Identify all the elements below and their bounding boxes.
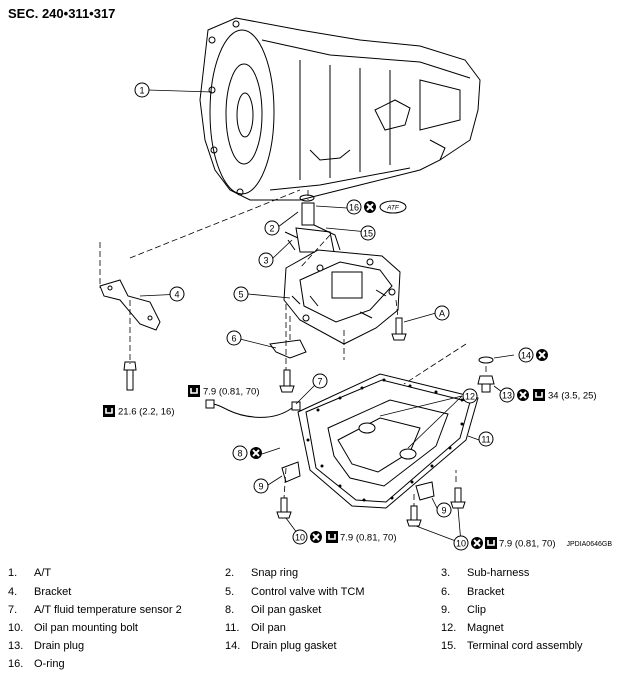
svg-text:14: 14	[521, 351, 531, 361]
torque-pan-bolt-left: 7.9 (0.81, 70)	[340, 533, 397, 544]
pan-bolt-right-1	[406, 505, 422, 527]
torque-wrench-icon	[187, 384, 201, 398]
svg-text:5: 5	[238, 290, 243, 300]
parts-legend: 1.A/T 2.Snap ring 3.Sub-harness 4.Bracke…	[8, 567, 583, 670]
replace-icon	[535, 348, 549, 362]
svg-text:A: A	[439, 309, 445, 319]
svg-text:2: 2	[269, 224, 274, 234]
callout-13: 13	[499, 387, 515, 403]
replace-icon	[363, 200, 377, 214]
callout-12: 12	[462, 388, 478, 404]
callout-16: 16	[346, 199, 362, 215]
torque-drain-plug: 34 (3.5, 25)	[548, 391, 597, 402]
callouts: 1 2 3 4 5 6 7 8 9 9 10 10 11 12 13 14 15…	[134, 82, 534, 551]
replace-icon	[470, 536, 484, 550]
torque-labels: 7.9 (0.81, 70) 21.6 (2.2, 16) 34 (3.5, 2…	[118, 387, 597, 550]
replace-icon	[516, 388, 530, 402]
temperature-sensor	[205, 369, 301, 418]
svg-text:8: 8	[237, 449, 242, 459]
svg-text:11: 11	[481, 435, 490, 445]
torque-sensor: 7.9 (0.81, 70)	[203, 387, 260, 398]
svg-text:13: 13	[502, 391, 512, 401]
torque-wrench-icon	[484, 536, 498, 550]
bracket-bolt	[123, 361, 137, 391]
pan-bolt-left	[276, 497, 292, 519]
torque-bracket-bolt: 21.6 (2.2, 16)	[118, 407, 175, 418]
callout-15: 15	[360, 225, 376, 241]
callout-1: 1	[134, 82, 150, 98]
exploded-view-diagram: 1 2 3 4 5 6 7 8 9 9 10 10 11 12 13 14 15…	[99, 17, 597, 551]
callout-10-left: 10	[292, 529, 308, 545]
torque-wrench-icon	[325, 530, 339, 544]
drain-plug	[477, 356, 495, 393]
oil-pan	[297, 373, 479, 509]
section-title: SEC. 240•311•317	[8, 6, 116, 21]
transmission-case	[199, 17, 481, 201]
figure-code: JPDIA0646GB	[566, 541, 612, 548]
replace-icon	[249, 446, 263, 460]
svg-text:3: 3	[263, 256, 268, 266]
callout-11: 11	[478, 431, 494, 447]
svg-text:15: 15	[363, 229, 373, 239]
clip-left	[281, 461, 301, 483]
replace-icon	[309, 530, 323, 544]
svg-text:7: 7	[317, 377, 322, 387]
callout-7: 7	[312, 373, 328, 389]
callout-2: 2	[264, 220, 280, 236]
terminal-cord-assembly	[284, 194, 341, 253]
torque-wrench-icon	[532, 388, 546, 402]
torque-pan-bolt-right: 7.9 (0.81, 70)	[499, 539, 556, 550]
control-valve	[283, 249, 401, 345]
assembly-lines	[99, 189, 487, 506]
callout-4: 4	[169, 286, 185, 302]
callout-6: 6	[226, 330, 242, 346]
callout-3: 3	[258, 252, 274, 268]
pan-bolt-right-2	[450, 487, 466, 509]
callout-A: A	[434, 305, 450, 321]
callout-14: 14	[518, 347, 534, 363]
svg-text:4: 4	[174, 290, 179, 300]
svg-text:9: 9	[441, 506, 446, 516]
callout-9-left: 9	[253, 478, 269, 494]
clip-right	[415, 481, 435, 501]
svg-text:10: 10	[295, 533, 305, 543]
svg-text:6: 6	[231, 334, 236, 344]
torque-wrench-icon	[102, 404, 116, 418]
bracket-small	[269, 339, 307, 359]
callout-8: 8	[232, 445, 248, 461]
callout-9-right: 9	[436, 502, 452, 518]
callout-5: 5	[233, 286, 249, 302]
svg-text:ATF: ATF	[386, 205, 400, 212]
svg-text:1: 1	[139, 86, 144, 96]
atf-badge: ATF	[379, 200, 407, 214]
svg-text:12: 12	[465, 392, 475, 402]
svg-text:10: 10	[456, 539, 466, 549]
svg-text:16: 16	[349, 203, 359, 213]
svg-text:9: 9	[258, 482, 263, 492]
valve-bolt	[391, 317, 407, 341]
callout-10-right: 10	[453, 535, 469, 551]
